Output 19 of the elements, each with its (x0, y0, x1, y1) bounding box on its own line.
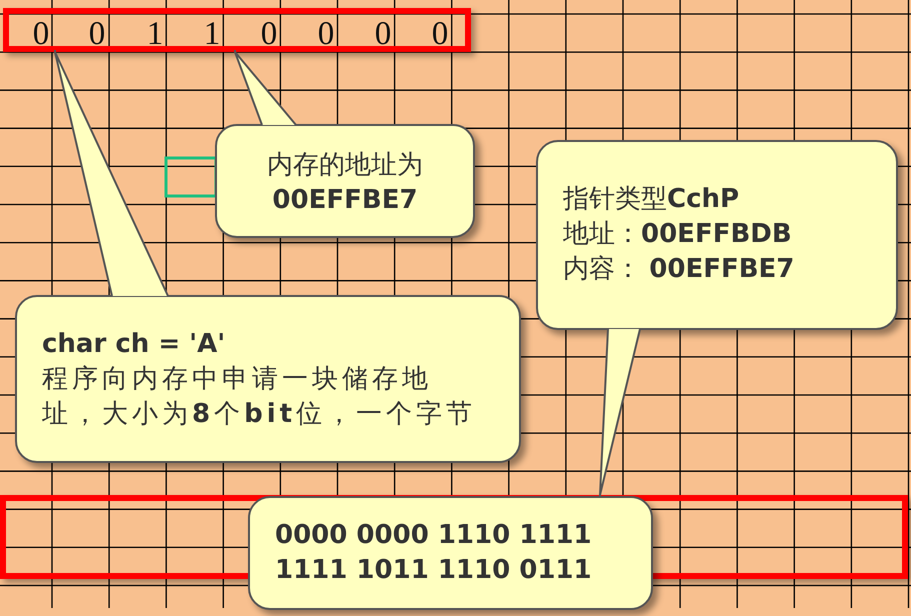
callout-text: 地址：00EFFBDB (563, 218, 793, 251)
bit-digit: 0 (316, 16, 336, 53)
callout-text: 1111 1011 1110 0111 (275, 554, 593, 587)
bit-digit: 1 (202, 16, 222, 53)
bit-digit: 1 (146, 16, 164, 53)
callout-text: 内容： 00EFFBE7 (563, 253, 796, 286)
bit-digit: 0 (430, 16, 450, 53)
callout-text: 0000 0000 1110 1111 (275, 519, 593, 552)
bit-digit: 0 (88, 16, 106, 53)
callout-text: char ch = 'A' (42, 328, 226, 361)
callout-text: 内存的地址为 (266, 149, 424, 182)
callout-box (536, 140, 898, 330)
callout-text: 指针类型CchP (563, 183, 740, 216)
callout-text: 00EFFBE7 (271, 184, 419, 217)
bit-digit: 0 (374, 16, 392, 53)
bit-digit: 0 (32, 16, 50, 53)
highlight-frame (3, 8, 471, 52)
callout-box (248, 496, 653, 610)
bit-digit: 0 (260, 16, 278, 53)
